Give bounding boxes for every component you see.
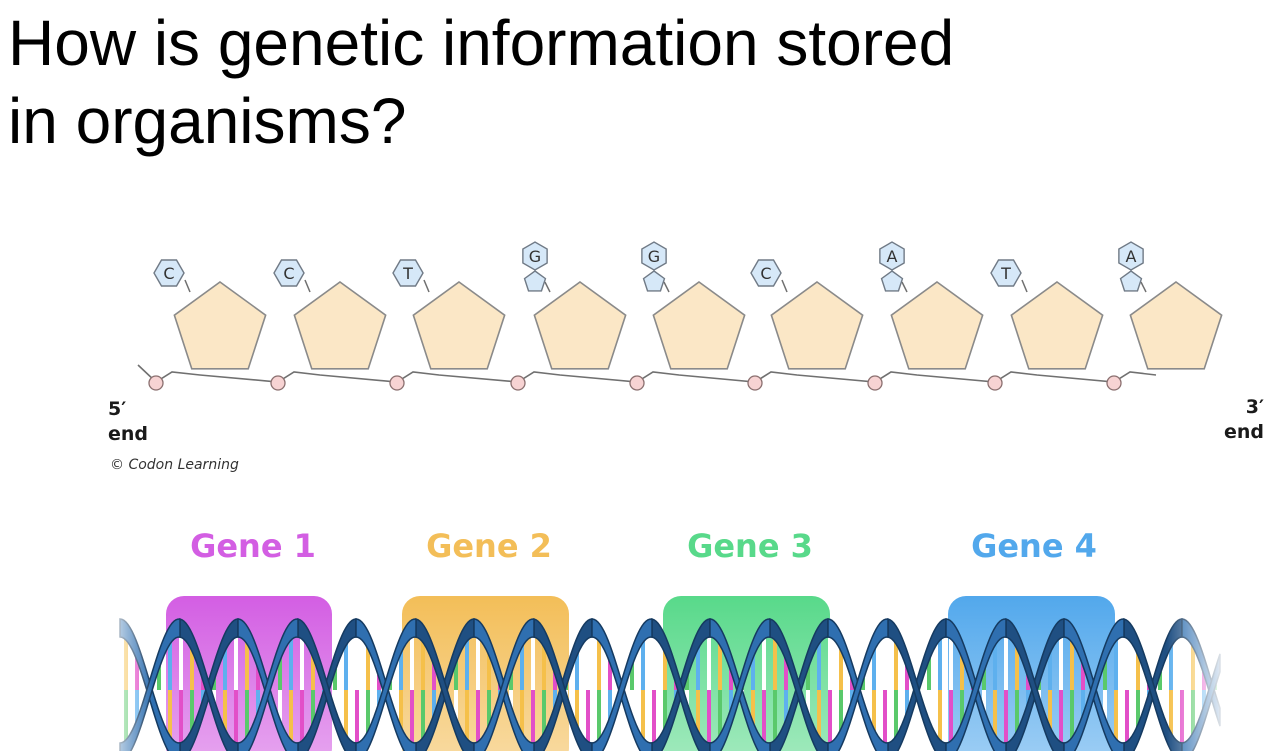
deoxyribose-sugar: [652, 281, 746, 370]
glycosidic-bond: [544, 281, 551, 293]
base-letter: A: [1126, 247, 1137, 266]
nucleotide: C: [270, 259, 387, 391]
pyrimidine-base: [392, 259, 424, 287]
backbone-ribbon: [297, 618, 357, 751]
backbone-ribbon: [237, 618, 299, 751]
deoxyribose-sugar: [770, 281, 864, 370]
base-letter: G: [648, 247, 660, 266]
backbone-ribbon: [1123, 618, 1183, 751]
backbone-ribbon: [769, 618, 829, 751]
glycosidic-bond: [423, 279, 430, 293]
glycosidic-bond: [781, 279, 788, 293]
three-prime-label: 3′: [1245, 396, 1264, 418]
gene-1-label: Gene 1: [190, 527, 316, 565]
purine-ring-small: [880, 270, 904, 292]
nucleotide: G: [629, 241, 746, 391]
base-letter: C: [163, 264, 174, 283]
backbone-ribbon: [415, 618, 475, 751]
backbone-ribbon: [119, 618, 181, 751]
purine-base: [641, 241, 667, 271]
purine-ring-small: [523, 270, 547, 292]
nucleotide: C: [148, 259, 267, 391]
nucleotide: T: [987, 259, 1104, 391]
deoxyribose-sugar: [533, 281, 627, 370]
deoxyribose-sugar: [890, 281, 984, 370]
backbone-ribbon: [1181, 618, 1221, 727]
phosphate-group: [987, 375, 1003, 391]
five-prime-end-label: 5′ end: [108, 397, 148, 447]
copyright-notice: © Codon Learning: [110, 457, 239, 473]
base-letter: T: [402, 264, 413, 283]
backbone-ribbon: [473, 618, 535, 751]
base-letter: C: [283, 264, 294, 283]
deoxyribose-sugar: [1129, 281, 1223, 370]
phosphate-group: [867, 375, 883, 391]
backbone-ribbon: [179, 618, 239, 751]
phosphate-group: [389, 375, 405, 391]
pyrimidine-base: [990, 259, 1022, 287]
purine-base: [1118, 241, 1144, 271]
pyrimidine-base: [153, 259, 185, 287]
backbone-ribbon: [1063, 618, 1125, 751]
sugar-phosphate-backbone: [137, 364, 1157, 384]
base-letter: G: [529, 247, 541, 266]
glycosidic-bond: [1021, 279, 1028, 293]
backbone-ribbon: [1005, 618, 1065, 751]
backbone-ribbon: [945, 618, 1007, 751]
helix-strands: [119, 618, 1221, 751]
glycosidic-bond: [901, 281, 908, 293]
phosphate-group: [747, 375, 763, 391]
backbone-ribbon: [1181, 653, 1221, 751]
nucleotide: T: [389, 259, 506, 391]
glycosidic-bond: [184, 279, 191, 293]
backbone-ribbon: [533, 618, 593, 751]
page-title: How is genetic information stored in org…: [8, 4, 1248, 160]
phosphate-group: [270, 375, 286, 391]
five-prime-end-text: end: [108, 423, 149, 445]
glycosidic-bond: [663, 281, 670, 293]
base-letter: T: [1000, 264, 1011, 283]
five-prime-label: 5′: [108, 398, 127, 420]
deoxyribose-sugar: [173, 281, 267, 370]
phosphate-group: [510, 375, 526, 391]
gene-2-label: Gene 2: [426, 527, 552, 565]
backbone-ribbon: [355, 618, 417, 751]
glycosidic-bond: [304, 279, 311, 293]
phosphate-group: [629, 375, 645, 391]
backbone-ribbon: [709, 618, 771, 751]
three-prime-end-text: end: [1223, 421, 1264, 443]
pyrimidine-base: [273, 259, 305, 287]
gene-3-label: Gene 3: [687, 527, 813, 565]
title-line-1: How is genetic information stored: [8, 7, 955, 79]
double-helix-diagram: [119, 596, 1221, 751]
purine-base: [879, 241, 905, 271]
deoxyribose-sugar: [412, 281, 506, 370]
nucleotide: C: [747, 259, 864, 391]
purine-base: [522, 241, 548, 271]
purine-ring-small: [1119, 270, 1143, 292]
backbone-ribbon: [591, 618, 653, 751]
base-letter: A: [887, 247, 898, 266]
backbone-ribbon: [827, 618, 889, 751]
deoxyribose-sugar: [1010, 281, 1104, 370]
phosphate-group: [148, 375, 164, 391]
phosphate-group: [1106, 375, 1122, 391]
base-letter: C: [760, 264, 771, 283]
deoxyribose-sugar: [293, 281, 387, 370]
glycosidic-bond: [1140, 281, 1147, 293]
pyrimidine-base: [750, 259, 782, 287]
backbone-ribbon: [887, 618, 947, 751]
gene-4-label: Gene 4: [971, 527, 1097, 565]
three-prime-end-label: 3′ end: [1200, 395, 1264, 445]
nucleotide: A: [867, 241, 984, 391]
title-line-2: in organisms?: [8, 85, 407, 157]
nucleotide: A: [1106, 241, 1223, 391]
nucleotide: G: [510, 241, 627, 391]
backbone-ribbon: [651, 618, 711, 751]
purine-ring-small: [642, 270, 666, 292]
